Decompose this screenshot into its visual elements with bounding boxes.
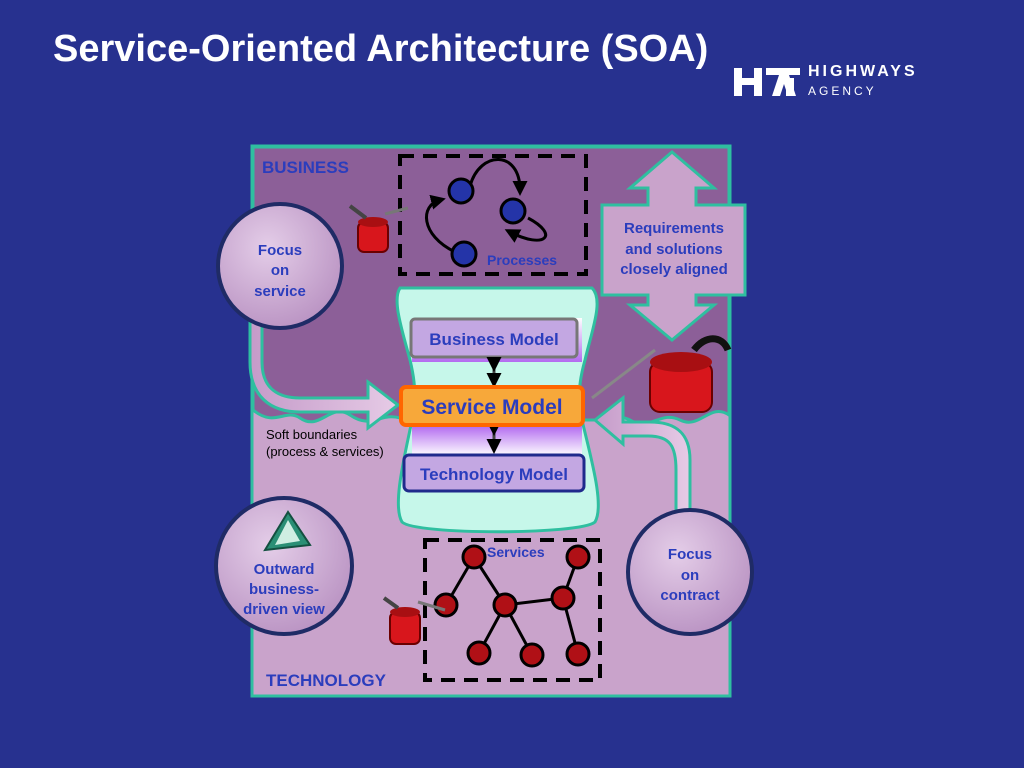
requirements-label-2: and solutions	[625, 241, 723, 258]
soft-boundaries-label-1: Soft boundaries	[266, 427, 358, 442]
process-edge	[468, 158, 528, 196]
service-node	[550, 585, 576, 611]
process-edge	[504, 216, 548, 243]
outward-view-circle	[214, 496, 354, 636]
arrow-focus-contract	[592, 394, 692, 517]
service-model-label: Service Model	[421, 396, 562, 419]
technology-model-box	[402, 453, 586, 493]
logo-text-agency: AGENCY	[808, 84, 877, 98]
highways-agency-logo-icon	[734, 68, 800, 96]
focus-service-label-3: service	[254, 283, 306, 300]
service-node	[433, 592, 459, 618]
services-box	[423, 538, 602, 682]
service-model-box	[399, 385, 585, 427]
oil-can-icon	[348, 204, 409, 253]
requirements-label-1: Requirements	[624, 220, 724, 237]
oil-can-icon	[591, 335, 732, 413]
service-node	[466, 640, 492, 666]
process-node	[447, 177, 475, 205]
service-node	[565, 641, 591, 667]
processes-box	[398, 154, 588, 276]
processes-label: Processes	[487, 252, 557, 268]
focus-contract-label-3: contract	[660, 587, 719, 604]
logo-text-highways: HIGHWAYS	[808, 63, 918, 80]
business-model-label: Business Model	[429, 330, 558, 349]
services-label: Services	[487, 544, 545, 560]
requirements-arrow	[600, 150, 747, 342]
focus-contract-circle	[626, 508, 754, 636]
focus-service-circle	[216, 202, 344, 330]
requirements-label-3: closely aligned	[620, 261, 728, 278]
outward-view-label-1: Outward	[254, 561, 315, 578]
focus-contract-label-1: Focus	[668, 546, 712, 563]
process-graph	[425, 158, 548, 254]
funnel-icon	[263, 510, 312, 552]
technology-label: TECHNOLOGY	[266, 671, 387, 690]
focus-contract-label-2: on	[681, 567, 699, 584]
process-edge	[425, 194, 456, 254]
process-node	[450, 240, 478, 268]
technology-model-band	[412, 426, 582, 456]
service-node	[461, 544, 487, 570]
outward-view-label-3: driven view	[243, 601, 325, 618]
business-label: BUSINESS	[262, 158, 349, 177]
focus-service-label-1: Focus	[258, 242, 302, 259]
service-node	[492, 592, 518, 618]
slide-title: Service-Oriented Architecture (SOA)	[53, 28, 709, 70]
technology-model-label: Technology Model	[420, 465, 568, 484]
process-node	[499, 197, 527, 225]
arrow-focus-service	[248, 308, 401, 432]
oil-can-icon	[382, 596, 446, 645]
service-node	[565, 544, 591, 570]
service-node	[519, 642, 545, 668]
focus-service-label-2: on	[271, 262, 289, 279]
outward-view-label-2: business-	[249, 581, 319, 598]
soft-boundaries-label-2: (process & services)	[266, 444, 384, 459]
